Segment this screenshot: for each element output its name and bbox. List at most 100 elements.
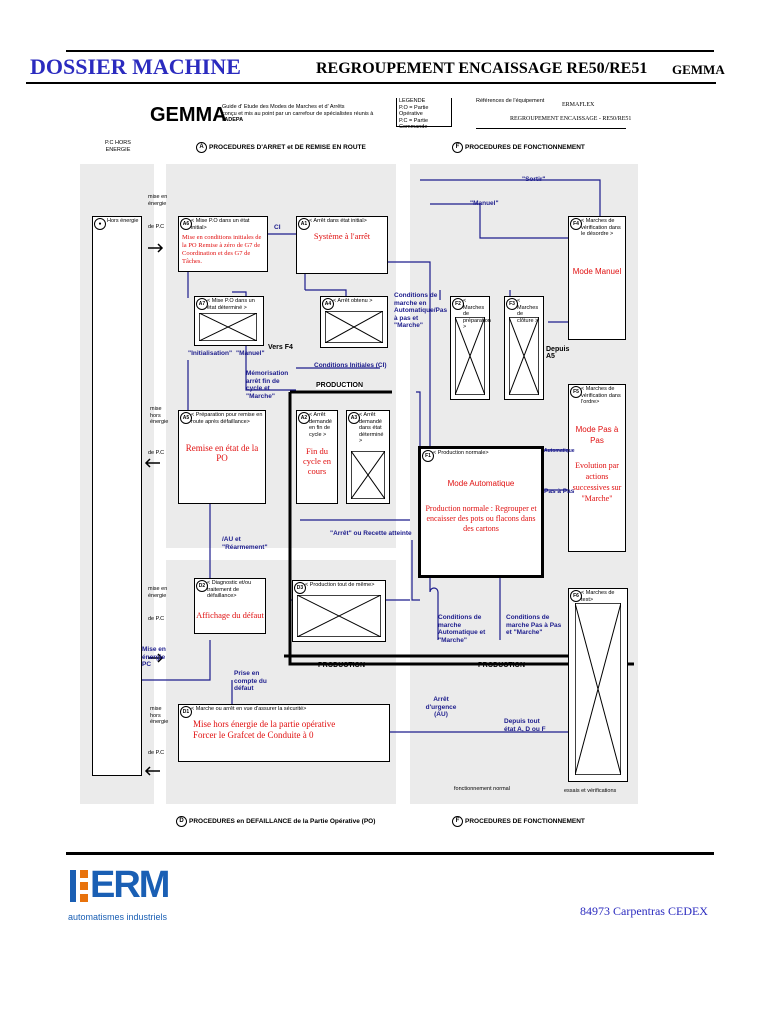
a6-text: Mise en conditions initiales de la PO Re… xyxy=(182,234,262,265)
d3-id: D3 xyxy=(294,582,306,594)
transition-memorisation: Mémorisation arrêt fin de cycle et "Marc… xyxy=(246,370,289,400)
state-f6: F6 < Marches de test> xyxy=(568,588,628,782)
equipment-company: ERMAFLEX xyxy=(562,102,595,108)
erm-logo-subtitle: automatismes industriels xyxy=(68,912,168,922)
f5-text: Evolution par actions successives sur "M… xyxy=(572,460,622,503)
d2-text: Affichage du défaut xyxy=(196,609,264,620)
a4-unused-cross xyxy=(325,311,383,343)
state-a1: A1 < Arrêt dans état initial> Système à … xyxy=(296,216,388,274)
a3-id: A3 xyxy=(348,412,360,424)
mise-en-energie-2: mise en énergie xyxy=(148,586,168,599)
gemma-desc-line1: Guide d' Etude des Modes de Marches et d… xyxy=(222,104,345,110)
gemma-logo: GEMMA xyxy=(150,104,227,126)
erm-logo-mark xyxy=(70,870,88,902)
transition-arret-urgence: Arrêt d'urgence (AU) xyxy=(425,696,457,718)
a6-header: < Mise P.O dans un état initial> xyxy=(191,218,250,231)
transition-manuel-top: "Manuel" xyxy=(470,200,499,207)
state-a3: A3 < Arrêt demandé dans état déterminé > xyxy=(346,410,390,504)
state-f1: F1 < Production normale> Mode Automatiqu… xyxy=(418,446,544,578)
transition-depuis-tout-etat: Depuis tout état A, D ou F xyxy=(504,718,546,733)
f2-id: F2 xyxy=(452,298,464,310)
d1-text: Mise hors énergie de la partie opérative… xyxy=(193,718,336,740)
transition-sortir: "Sortir" xyxy=(522,176,546,183)
section-tag: GEMMA xyxy=(672,62,725,77)
a1-header: < Arrêt dans état initial> xyxy=(309,218,367,224)
mise-en-energie-1: mise en énergie xyxy=(148,194,168,207)
state-d3: D3 < Production tout de même> xyxy=(292,580,386,642)
a2-text: Fin du cycle en cours xyxy=(302,446,332,476)
production-label-mid: PRODUCTION xyxy=(318,662,366,669)
a7-id: A7 xyxy=(196,298,208,310)
state-a7: A7 < Mise P.O dans un état déterminé > xyxy=(194,296,264,346)
transition-conditions-auto: Conditions de marche Automatique et "Mar… xyxy=(438,614,486,644)
state-f2: F2 < Marches de préparation > xyxy=(450,296,491,400)
transition-conditions-marche: Conditions de marche en Automatique/Pas … xyxy=(394,292,448,329)
f2-header: < Marches de préparation > xyxy=(463,298,491,330)
state-d2: D2 < Diagnostic et/ou traitement de défa… xyxy=(194,578,266,634)
f1-id: F1 xyxy=(422,450,434,462)
d1-id: D1 xyxy=(180,706,192,718)
f6-header: < Marches de test> xyxy=(581,590,615,603)
f3-unused-cross xyxy=(509,317,539,395)
f3-id: F3 xyxy=(506,298,518,310)
f5-id: F5 xyxy=(570,386,582,398)
de-pc-3: de P.C xyxy=(148,616,165,622)
production-label-right: PRODUCTION xyxy=(478,662,526,669)
state-a4: A4 < Arrêt obtenu > xyxy=(320,296,388,348)
a5-id: A5 xyxy=(180,412,192,424)
a7-header: < Mise P.O dans un état déterminé > xyxy=(207,298,255,311)
state-f3: F3 < Marches de clôture > xyxy=(504,296,544,400)
f4-text: Mode Manuel xyxy=(572,266,622,276)
label-essais-verifications: essais et vérifications xyxy=(564,788,617,794)
f1-text: Production normale : Regrouper et encais… xyxy=(425,503,537,533)
header-top-rule xyxy=(66,50,714,52)
f5-header: < Marches de vérification dans l'ordre> xyxy=(581,386,621,405)
a2-id: A2 xyxy=(298,412,310,424)
ref-rule xyxy=(476,128,626,129)
a4-id: A4 xyxy=(322,298,334,310)
dossier-title: DOSSIER MACHINE xyxy=(30,54,241,79)
de-pc-4: de P.C xyxy=(148,750,165,756)
gemma-description: Guide d' Etude des Modes de Marches et d… xyxy=(222,104,392,124)
mise-hors-energie-2: mise hors énergie xyxy=(150,706,169,725)
legend-po: P.O = Partie Opérative xyxy=(399,104,429,118)
state-f4: F4 < Marches de vérification dans le dés… xyxy=(568,216,626,340)
f1-header: < Production normale> xyxy=(433,450,489,456)
footer-rule xyxy=(66,852,714,855)
transition-arret-recette: "Arrêt" ou Recette atteinte xyxy=(330,530,412,537)
a4-header: < Arrêt obtenu > xyxy=(333,298,373,304)
gemma-desc-line2: conçu et mis au point par un carrefour d… xyxy=(222,110,374,124)
equipment-machine: REGROUPEMENT ENCAISSAGE - RE50/RE51 xyxy=(510,116,632,122)
equipment-ref-label: Références de l'équipement xyxy=(476,98,545,104)
a1-text: Système à l'arrêt xyxy=(313,230,371,241)
company-address: 84973 Carpentras CEDEX xyxy=(580,904,708,918)
f1-title: Mode Automatique xyxy=(447,478,515,488)
f6-unused-cross xyxy=(575,603,621,775)
erm-logo-text: ERM xyxy=(90,864,170,906)
d3-header: < Production tout de même> xyxy=(305,582,375,588)
pc-hors-energie-title: P.C HORS ENERGIE xyxy=(105,140,131,153)
state-a5: A5 < Préparation pour remise en route ap… xyxy=(178,410,266,504)
de-pc-2: de P.C xyxy=(148,450,165,456)
d2-id: D2 xyxy=(196,580,208,592)
document-title: REGROUPEMENT ENCAISSAGE RE50/RE51 xyxy=(316,60,648,77)
a6-id: A6 xyxy=(180,218,192,230)
f6-id: F6 xyxy=(570,590,582,602)
transition-au-rearmement: /AU et "Réarmement" xyxy=(222,536,268,551)
a2-header: < Arrêt demandé en fin de cycle > xyxy=(309,412,332,438)
f3-header: < Marches de clôture > xyxy=(517,298,539,324)
state-a6: A6 < Mise P.O dans un état initial> Mise… xyxy=(178,216,268,272)
hors-energie-id: ● xyxy=(94,218,106,230)
state-f5: F5 < Marches de vérification dans l'ordr… xyxy=(568,384,626,552)
transition-pas-a-pas: Pas à Pas xyxy=(544,488,575,495)
transition-ci: CI xyxy=(274,224,281,231)
legend-box: LEGENDE P.O = Partie Opérative P.C = Par… xyxy=(396,98,452,130)
f5-title: Mode Pas à Pas xyxy=(575,424,619,445)
a1-id: A1 xyxy=(298,218,310,230)
mise-en-energie-pc: Mise en énergie PC xyxy=(142,646,166,668)
transition-automatique: Automatique xyxy=(544,448,575,454)
